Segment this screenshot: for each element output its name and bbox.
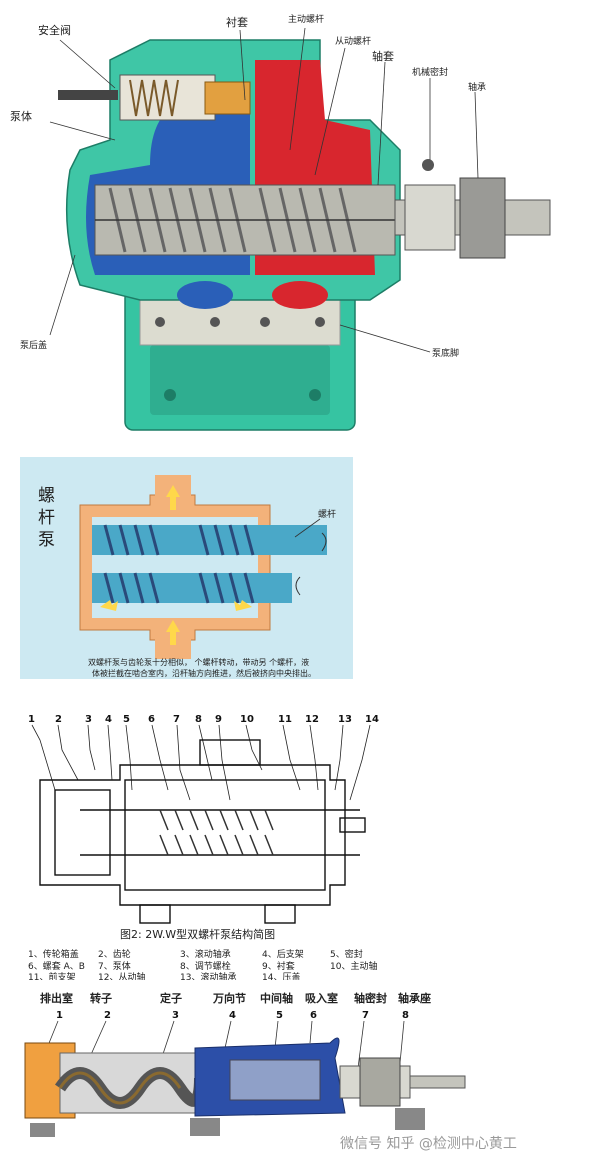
panel-progressive-cavity-pump: 排出室 转子 定子 万向节 中间轴 吸入室 轴密封 轴承座 1 2 3 4 5 … <box>24 991 517 1152</box>
screw-rotors <box>94 184 396 256</box>
callout-leaders <box>31 724 371 801</box>
panel2-title-char-3: 泵 <box>38 530 55 550</box>
svg-text:10、主动轴: 10、主动轴 <box>330 960 377 972</box>
panel-twin-screw-pump: 螺杆 螺 杆 泵 双螺杆泵与齿轮泵十分相似， 个螺杆转动，带动另 个螺杆，液 体… <box>20 457 353 679</box>
svg-text:9、衬套: 9、衬套 <box>262 960 295 972</box>
svg-text:12、从动轴: 12、从动轴 <box>98 971 145 980</box>
svg-text:3: 3 <box>85 714 92 725</box>
watermark: 微信号 知乎 @检测中心黄工 <box>340 1135 517 1152</box>
label-bearing: 轴承 <box>468 81 486 93</box>
svg-text:5: 5 <box>276 1010 283 1021</box>
label-pump-base: 泵底脚 <box>432 347 459 359</box>
svg-text:7: 7 <box>362 1010 369 1021</box>
svg-text:吸入室: 吸入室 <box>305 991 338 1005</box>
pump-base <box>124 289 356 431</box>
svg-text:11、前支架: 11、前支架 <box>28 971 75 980</box>
part-labels: 排出室 转子 定子 万向节 中间轴 吸入室 轴密封 轴承座 <box>40 991 431 1005</box>
twin-screws <box>92 524 327 604</box>
panel2-title-char-2: 杆 <box>38 508 55 528</box>
svg-text:1: 1 <box>56 1010 63 1021</box>
svg-text:6: 6 <box>148 714 155 725</box>
label-rear-cover: 泵后盖 <box>20 339 47 351</box>
svg-text:4: 4 <box>229 1010 236 1021</box>
svg-text:2、齿轮: 2、齿轮 <box>98 948 131 960</box>
svg-text:万向节: 万向节 <box>212 991 246 1005</box>
svg-text:定子: 定子 <box>160 991 182 1005</box>
svg-text:中间轴: 中间轴 <box>260 991 293 1005</box>
svg-text:排出室: 排出室 <box>40 991 73 1005</box>
label-driving-screw: 主动螺杆 <box>288 13 324 25</box>
label-pump-body: 泵体 <box>10 109 32 123</box>
svg-text:6: 6 <box>310 1010 317 1021</box>
svg-text:2: 2 <box>55 714 62 725</box>
svg-text:10: 10 <box>240 714 254 725</box>
flow-arrows <box>100 485 252 645</box>
label-safety-valve: 安全阀 <box>38 23 71 37</box>
panel-three-screw-pump: 安全阀 泵体 衬套 主动螺杆 从动螺杆 轴套 机械密封 轴承 泵后盖 泵底脚 <box>10 13 551 431</box>
svg-text:4: 4 <box>105 714 112 725</box>
svg-text:5: 5 <box>123 714 130 725</box>
panel2-title-char-1: 螺 <box>38 486 55 506</box>
svg-text:8: 8 <box>402 1010 409 1021</box>
svg-text:转子: 转子 <box>90 991 112 1005</box>
figure-title: 图2: 2W.W型双螺杆泵结构简图 <box>120 927 275 941</box>
svg-text:9: 9 <box>215 714 222 725</box>
leader-lines <box>49 27 479 353</box>
safety-valve <box>58 74 251 121</box>
svg-text:轴密封: 轴密封 <box>354 991 387 1005</box>
svg-text:7: 7 <box>173 714 180 725</box>
svg-text:13: 13 <box>338 714 352 725</box>
parts-legend: 1、传轮箱盖 2、齿轮 3、滚动轴承 4、后支架 5、密封 6、螺套 A、B 7… <box>28 948 377 980</box>
part-numbers: 1 2 3 4 5 6 7 8 <box>56 1010 409 1021</box>
svg-text:12: 12 <box>305 714 319 725</box>
screw-threads-sketch <box>159 809 274 856</box>
svg-text:2: 2 <box>104 1010 111 1021</box>
svg-text:8、调节螺栓: 8、调节螺栓 <box>180 960 231 972</box>
svg-text:3、滚动轴承: 3、滚动轴承 <box>180 948 231 960</box>
svg-text:11: 11 <box>278 714 292 725</box>
label-driven-screw: 从动螺杆 <box>335 35 371 47</box>
svg-text:1: 1 <box>28 714 35 725</box>
svg-text:14、压盖: 14、压盖 <box>262 971 300 980</box>
svg-text:1、传轮箱盖: 1、传轮箱盖 <box>28 948 79 960</box>
pump-outline-sketch <box>39 739 366 924</box>
svg-text:6、螺套 A、B: 6、螺套 A、B <box>28 960 85 972</box>
svg-text:5、密封: 5、密封 <box>330 948 363 960</box>
label-shaft-sleeve: 轴套 <box>372 49 394 63</box>
panel2-caption-line-1: 双螺杆泵与齿轮泵十分相似， 个螺杆转动，带动另 个螺杆，液 <box>88 657 309 667</box>
svg-text:13、滚动轴承: 13、滚动轴承 <box>180 971 236 980</box>
svg-text:3: 3 <box>172 1010 179 1021</box>
svg-text:4、后支架: 4、后支架 <box>262 948 304 960</box>
svg-text:7、泵体: 7、泵体 <box>98 960 131 972</box>
shaft-and-bearing <box>339 1057 466 1130</box>
label-screw: 螺杆 <box>318 508 336 520</box>
svg-text:轴承座: 轴承座 <box>398 991 431 1005</box>
panel2-caption-line-2: 体被拦截在啮合室内，沿杆轴方向推进，然后被挤向中央排出。 <box>92 668 316 678</box>
label-mechanical-seal: 机械密封 <box>412 66 448 78</box>
drive-shaft <box>394 159 551 259</box>
svg-text:14: 14 <box>365 714 379 725</box>
svg-text:8: 8 <box>195 714 202 725</box>
label-bushing: 衬套 <box>226 16 248 29</box>
